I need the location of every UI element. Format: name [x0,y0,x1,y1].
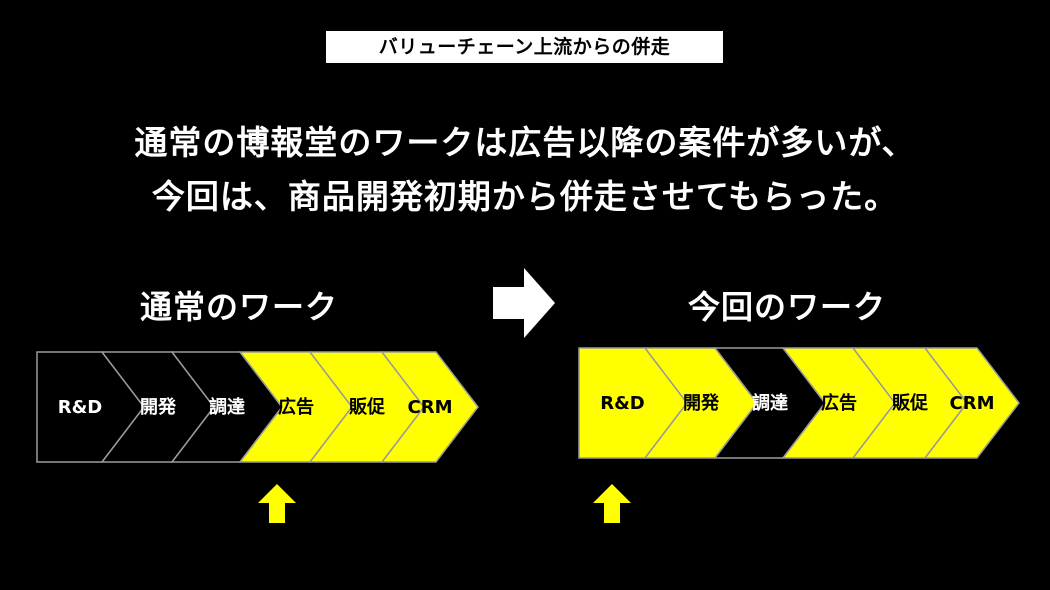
left-chevron-label-3: 調達 [209,396,245,418]
up-arrow-icon [593,484,631,523]
section-tag: バリューチェーン上流からの併走 [326,31,723,63]
right-chevron-label-3: 調達 [752,392,788,414]
headline-line-2: 今回は、商品開発初期から併走させてもらった。 [151,177,899,216]
right-chevron-6 [923,347,1020,459]
left-chevron-label-1: R&D [58,397,103,418]
left-value-chain: R&D 開発 調達 広告 販促 CRM [36,351,479,463]
right-chevron-label-5: 販促 [892,392,929,414]
right-chevron-label-6: CRM [950,393,995,414]
left-chevron-6 [380,351,479,463]
left-chevron-label-6: CRM [408,397,453,418]
up-arrow-icon [258,484,296,523]
right-chevron-label-1: R&D [600,393,645,414]
left-chevron-label-5: 販促 [349,396,386,418]
headline-line-1: 通常の博報堂のワークは広告以降の案件が多いが、 [134,123,916,162]
right-value-chain: R&D 開発 調達 広告 販促 CRM [578,347,1020,459]
left-chevron-label-2: 開発 [140,396,177,418]
right-chevron-label-4: 広告 [821,392,857,414]
left-flow-title: 通常のワーク [140,288,339,326]
right-chevron-label-2: 開発 [683,392,720,414]
right-flow-title: 今回のワーク [688,288,887,326]
right-arrow-icon [493,268,555,338]
left-chevron-label-4: 広告 [278,396,314,418]
